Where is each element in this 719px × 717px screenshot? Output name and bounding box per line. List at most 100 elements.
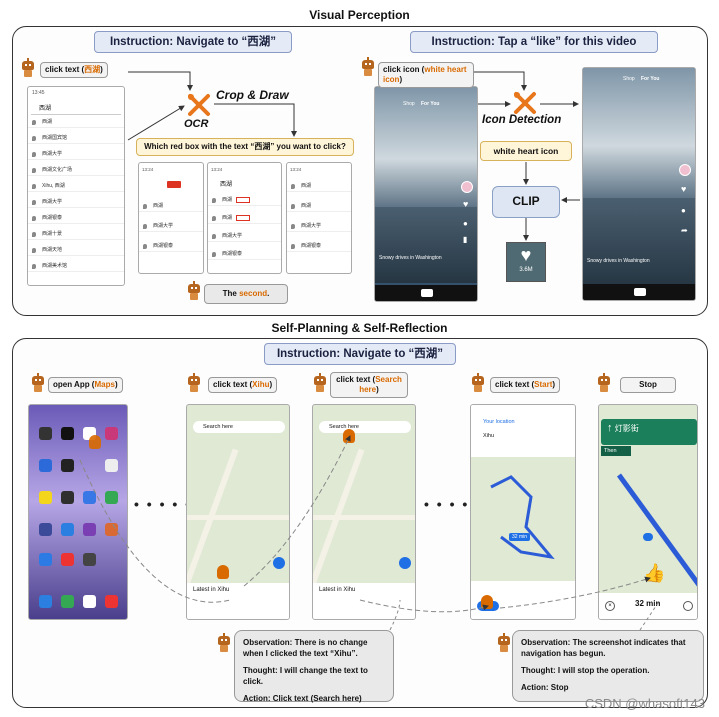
tap-hand-icon [89,435,101,449]
app-icon[interactable] [61,491,74,504]
heart-icon[interactable]: ♥ [463,199,468,209]
tap-hand-icon [343,429,355,443]
tap-hand-icon [217,565,229,579]
watermark: CSDN @whasoft143 [585,696,705,711]
red-box-marker [236,215,250,221]
tap-hand-icon [481,595,493,609]
list-item[interactable]: 西湖 [287,181,351,192]
tab-for-you[interactable]: For You [421,101,439,107]
list-item[interactable]: 西湖 [139,201,203,212]
map-search-bar[interactable]: Search here [193,421,285,433]
app-icon[interactable] [105,459,118,472]
list-item[interactable]: 西湖银泰 [208,249,281,260]
list-item[interactable]: 西湖十景 [28,229,124,240]
app-icon[interactable] [39,491,52,504]
action-tag-click-text: click text (西湖) [40,62,108,78]
latest-in-xihu[interactable]: Latest in Xihu [187,583,290,597]
search-results-screenshot: 13:45 西湖 西湖 西湖国宾馆 西湖大学 西湖文化广场 Xihu, 西湖 西… [27,86,125,286]
robot-icon [496,636,512,653]
tools-icon [186,92,212,118]
app-icon[interactable] [61,523,74,536]
tab-for-you[interactable]: For You [641,76,659,82]
navigate-fab[interactable] [399,557,411,569]
instruction-navigate-bottom: Instruction: Navigate to “西湖” [264,343,456,365]
comment-icon[interactable]: ● [463,219,468,228]
navigation-screenshot: ↑ 灯影街 Then 👍 × 32 min [598,404,698,620]
app-icon[interactable] [61,459,74,472]
plus-button[interactable] [634,288,646,296]
tiktok-app-icon[interactable] [61,427,74,440]
camera-app-icon[interactable] [83,595,96,608]
app-icon[interactable] [39,459,52,472]
avatar[interactable] [461,181,473,193]
list-item[interactable]: Xihu, 西湖 [28,181,124,192]
search-input[interactable]: 西湖 [31,103,121,115]
share-icon[interactable]: ➦ [681,226,688,235]
route-time-badge: 32 min [509,533,530,541]
route-line [471,457,576,577]
comment-icon[interactable]: ● [681,206,686,215]
tab-shop[interactable]: Shop [403,101,415,107]
app-icon[interactable] [83,523,96,536]
instruction-like-video: Instruction: Tap a “like” for this video [410,31,658,53]
app-icon[interactable] [39,427,52,440]
video-caption: Snowy drives in Washington [587,258,671,264]
step-tag-stop: Stop [620,377,676,393]
latest-in-xihu[interactable]: Latest in Xihu [313,583,416,597]
list-item[interactable]: 西湖美术馆 [28,261,124,272]
crop-draw-label: Crop & Draw [216,88,289,102]
crop-screenshot-2: 13:24 西湖 西湖 西湖 西湖大学 西湖银泰 [207,162,282,274]
list-item[interactable]: 西湖大学 [139,221,203,232]
action-text: Action: Stop [521,682,695,693]
avatar[interactable] [679,164,691,176]
list-item[interactable]: 西湖大学 [28,149,124,160]
action-text: Action: Click text (Search here) [243,693,385,704]
list-item[interactable]: 西湖国宾馆 [28,133,124,144]
list-item[interactable]: 西湖大学 [287,221,351,232]
list-item[interactable]: 西湖天地 [28,245,124,256]
list-item[interactable]: 西湖银泰 [287,241,351,252]
app-icon[interactable] [61,553,74,566]
map-search-bar[interactable]: Search here [319,421,411,433]
app-icon[interactable] [105,523,118,536]
tab-shop[interactable]: Shop [623,76,635,82]
plus-button[interactable] [421,289,433,297]
app-icon[interactable] [83,553,96,566]
route-to[interactable]: Xihu [483,433,494,439]
ocr-label: OCR [184,118,208,130]
routes-icon[interactable] [683,601,693,611]
list-item[interactable]: 西湖文化广场 [28,165,124,176]
thought-text: Thought: I will stop the operation. [521,665,695,676]
phone-app-icon[interactable] [39,595,52,608]
robot-icon [186,376,202,393]
heart-icon[interactable]: ♥ [681,184,686,194]
observation-text: Observation: The screenshot indicates th… [521,637,695,659]
answer-box: The second. [204,284,288,304]
close-icon[interactable]: × [605,601,615,611]
route-from[interactable]: Your location [483,419,515,425]
robot-icon [596,376,612,393]
question-box: Which red box with the text “西湖” you wan… [136,138,354,156]
messages-app-icon[interactable] [61,595,74,608]
heart-icon: ♥ [507,243,545,267]
app-icon[interactable] [105,595,118,608]
app-icon[interactable] [83,491,96,504]
navigate-fab[interactable] [273,557,285,569]
list-item[interactable]: 西湖 [287,201,351,212]
app-icon[interactable] [105,491,118,504]
list-item[interactable]: 西湖大学 [28,197,124,208]
robot-icon [470,376,486,393]
app-icon[interactable] [39,553,52,566]
list-item[interactable]: 西湖银泰 [28,213,124,224]
app-icon[interactable] [39,523,52,536]
section-title-self-planning: Self-Planning & Self-Reflection [0,321,719,335]
robot-icon [216,636,232,653]
app-icon[interactable] [105,427,118,440]
list-item[interactable]: 西湖大学 [208,231,281,242]
bookmark-icon[interactable]: ▮ [463,235,467,244]
nav-eta: 32 min [635,599,660,608]
list-item[interactable]: 西湖银泰 [139,241,203,252]
robot-icon [20,61,36,78]
search-text: 西湖 [220,179,232,188]
list-item[interactable]: 西湖 [28,117,124,128]
